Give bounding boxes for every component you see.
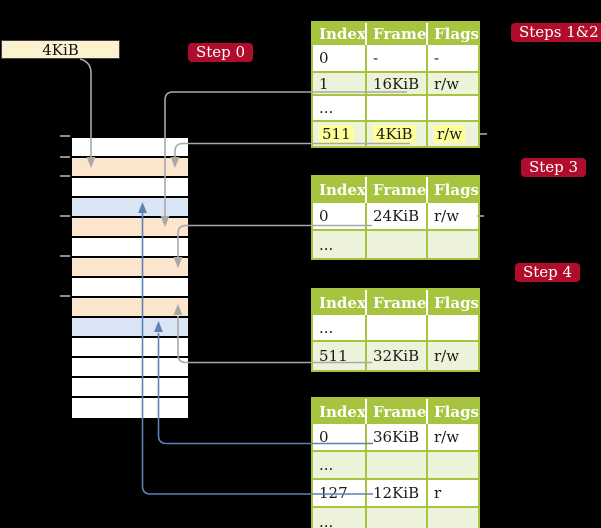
memory-frame-row-1	[72, 138, 188, 158]
address-tick	[60, 215, 70, 217]
column-header-flags: Flags	[428, 399, 478, 424]
table-cell: 24KiB	[367, 203, 428, 231]
column-header-flags: Flags	[428, 177, 478, 203]
memory-frame-row-5	[72, 218, 188, 238]
table-cell: 127	[313, 480, 367, 508]
memory-frame-row-13	[72, 378, 188, 398]
table-cell: ...	[313, 315, 367, 342]
memory-frame-row-14	[72, 398, 188, 418]
badge-steps-1-2: Steps 1&2	[511, 23, 601, 42]
column-header-index: Index	[313, 399, 367, 424]
table-cell-highlighted: r/w	[428, 122, 478, 146]
table-cell	[428, 315, 478, 342]
table-cell-highlighted: 511	[313, 122, 367, 146]
memory-frame-row-6	[72, 238, 188, 258]
table-cell	[428, 452, 478, 480]
table-cell: r	[428, 480, 478, 508]
memory-frame-row-7	[72, 258, 188, 278]
column-header-frame: Frame	[367, 23, 428, 45]
column-header-index: Index	[313, 23, 367, 45]
badge-step-3: Step 3	[521, 158, 587, 177]
table-cell: 32KiB	[367, 342, 428, 370]
table-cell: -	[428, 45, 478, 73]
page-table-steps-1-2: Index Frame Flags 0 - - 1 16KiB r/w ... …	[311, 21, 480, 148]
table-cell: ...	[313, 452, 367, 480]
table-cell: 12KiB	[367, 480, 428, 508]
table-cell-highlighted: 4KiB	[367, 122, 428, 146]
memory-frame-row-10	[72, 318, 188, 338]
table-cell: 36KiB	[367, 424, 428, 452]
table-cell	[367, 508, 428, 528]
table-cell: ...	[313, 231, 367, 258]
address-tick	[60, 175, 70, 177]
table-cell	[428, 231, 478, 258]
frame-size-label: 4KiB	[42, 40, 79, 59]
table-cell: r/w	[428, 424, 478, 452]
page-table-step-3: Index Frame Flags 0 24KiB r/w ...	[311, 175, 480, 260]
table-cell	[367, 452, 428, 480]
table-cell: 0	[313, 45, 367, 73]
address-tick	[60, 156, 70, 158]
memory-frame-row-3	[72, 178, 188, 198]
table-cell	[428, 508, 478, 528]
table-cell: -	[367, 45, 428, 73]
table-cell: 511	[313, 342, 367, 370]
address-tick	[60, 295, 70, 297]
table-cell: r/w	[428, 73, 478, 96]
physical-memory-column	[70, 136, 190, 420]
table-cell: ...	[313, 96, 367, 122]
column-header-frame: Frame	[367, 290, 428, 315]
table-cell	[367, 315, 428, 342]
table-cell	[428, 96, 478, 122]
frame-size-label-box: 4KiB	[1, 40, 120, 59]
address-tick	[60, 255, 70, 257]
memory-frame-row-4	[72, 198, 188, 218]
badge-step-4: Step 4	[515, 263, 581, 282]
badge-step-0: Step 0	[188, 43, 254, 62]
table-cell: r/w	[428, 342, 478, 370]
table-cell: 0	[313, 424, 367, 452]
table-cell: ...	[313, 508, 367, 528]
page-table-final-level: Index Frame Flags 0 36KiB r/w ... 127 12…	[311, 397, 480, 528]
table-cell: 0	[313, 203, 367, 231]
column-header-flags: Flags	[428, 23, 478, 45]
memory-frame-row-8	[72, 278, 188, 298]
memory-frame-row-9	[72, 298, 188, 318]
table-cell: r/w	[428, 203, 478, 231]
address-tick	[60, 135, 70, 137]
column-header-frame: Frame	[367, 177, 428, 203]
column-header-index: Index	[313, 177, 367, 203]
column-header-index: Index	[313, 290, 367, 315]
column-header-flags: Flags	[428, 290, 478, 315]
column-header-frame: Frame	[367, 399, 428, 424]
page-table-step-4: Index Frame Flags ... 511 32KiB r/w	[311, 288, 480, 372]
memory-frame-row-11	[72, 338, 188, 358]
table-cell	[367, 231, 428, 258]
table-cell: 16KiB	[367, 73, 428, 96]
memory-frame-row-12	[72, 358, 188, 378]
table-cell: 1	[313, 73, 367, 96]
table-cell	[367, 96, 428, 122]
memory-frame-row-2	[72, 158, 188, 178]
